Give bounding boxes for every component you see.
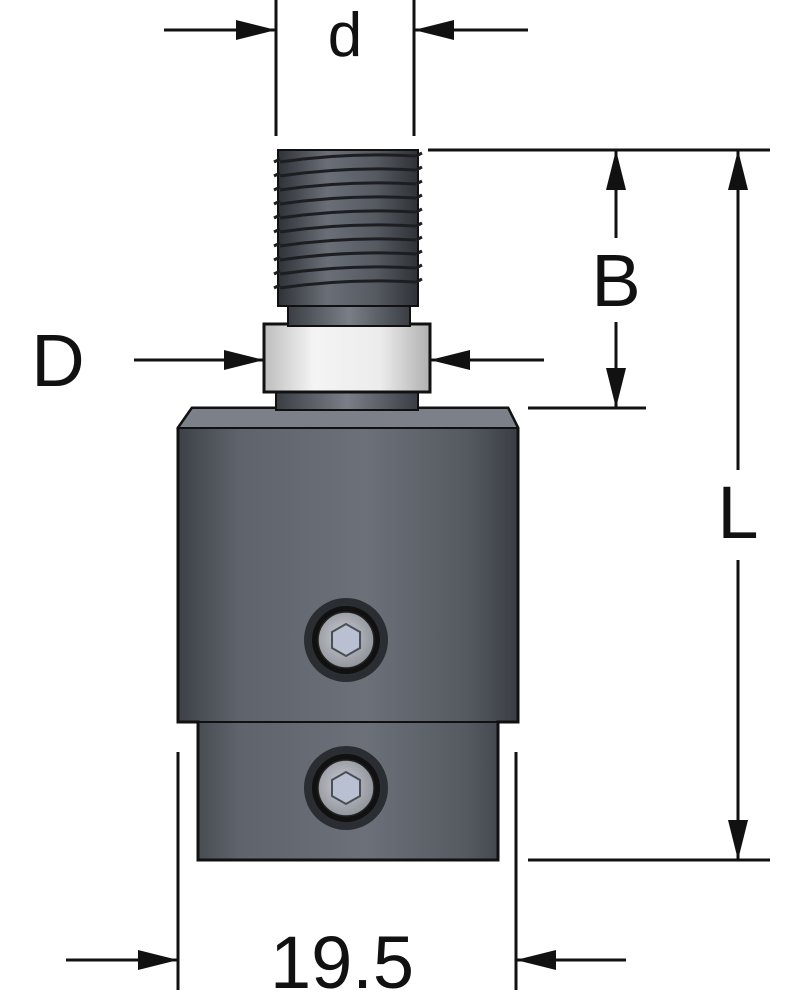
thread-tooth [273,165,423,178]
thread-crest [279,265,417,276]
thread-tooth [273,221,423,234]
thread-crest [279,181,417,192]
label-B: B [591,239,640,322]
thread-tooth [273,235,423,248]
label-19-5: 19.5 [270,921,414,1000]
thread-crest [279,167,417,178]
set-screw-lower [304,746,388,830]
thread-crest [279,251,417,262]
collar-ring [262,322,432,394]
hex-socket-screw-icon [331,622,361,658]
dimension-lines [66,0,770,990]
thread-tooth [273,249,423,262]
label-L: L [717,471,758,554]
hex-socket-screw-icon [331,770,361,806]
threaded-shank [273,149,423,307]
thread-tooth [273,151,423,164]
thread-tooth [273,179,423,192]
label-d: d [328,1,362,70]
thread-crest [279,279,417,290]
label-D: D [31,319,84,402]
thread-tooth [273,193,423,206]
thread-crest [279,209,417,220]
thread-tooth [273,207,423,220]
thread-crest [279,153,417,164]
set-screw-upper [304,598,388,682]
thread-crest [279,195,417,206]
adapter-part [176,149,520,862]
thread-tooth [273,277,423,290]
thread-crest [279,237,417,248]
thread-crest [279,223,417,234]
thread-tooth [273,263,423,276]
